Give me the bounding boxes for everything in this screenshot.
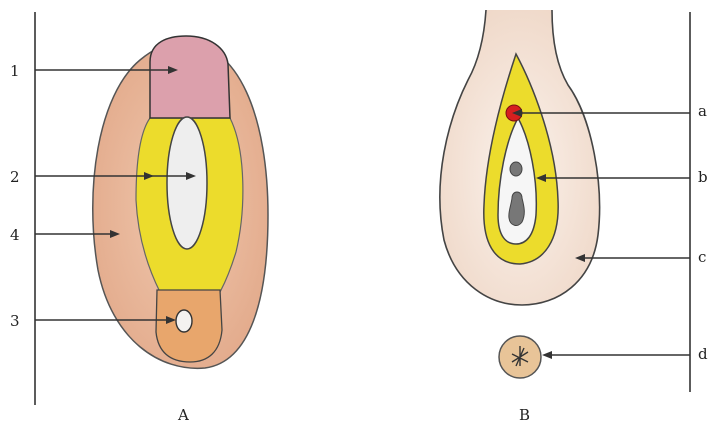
arrow-d <box>542 351 552 359</box>
label-3: 3 <box>10 312 20 330</box>
base-opening <box>176 310 192 332</box>
label-b: b <box>698 168 708 186</box>
label-1: 1 <box>10 62 20 80</box>
label-4: 4 <box>10 226 20 244</box>
label-d: d <box>698 345 708 363</box>
central-cavity-a <box>167 117 207 249</box>
label-c: c <box>698 248 706 266</box>
label-a: a <box>698 102 707 120</box>
caption-b: B <box>519 406 530 424</box>
nucleus-upper <box>510 162 522 176</box>
pink-cap <box>150 36 230 118</box>
label-2: 2 <box>10 168 20 186</box>
figure-b: a b c d B <box>440 10 708 424</box>
caption-a: A <box>177 406 189 424</box>
figure-a: 1 2 4 3 A <box>10 12 268 424</box>
